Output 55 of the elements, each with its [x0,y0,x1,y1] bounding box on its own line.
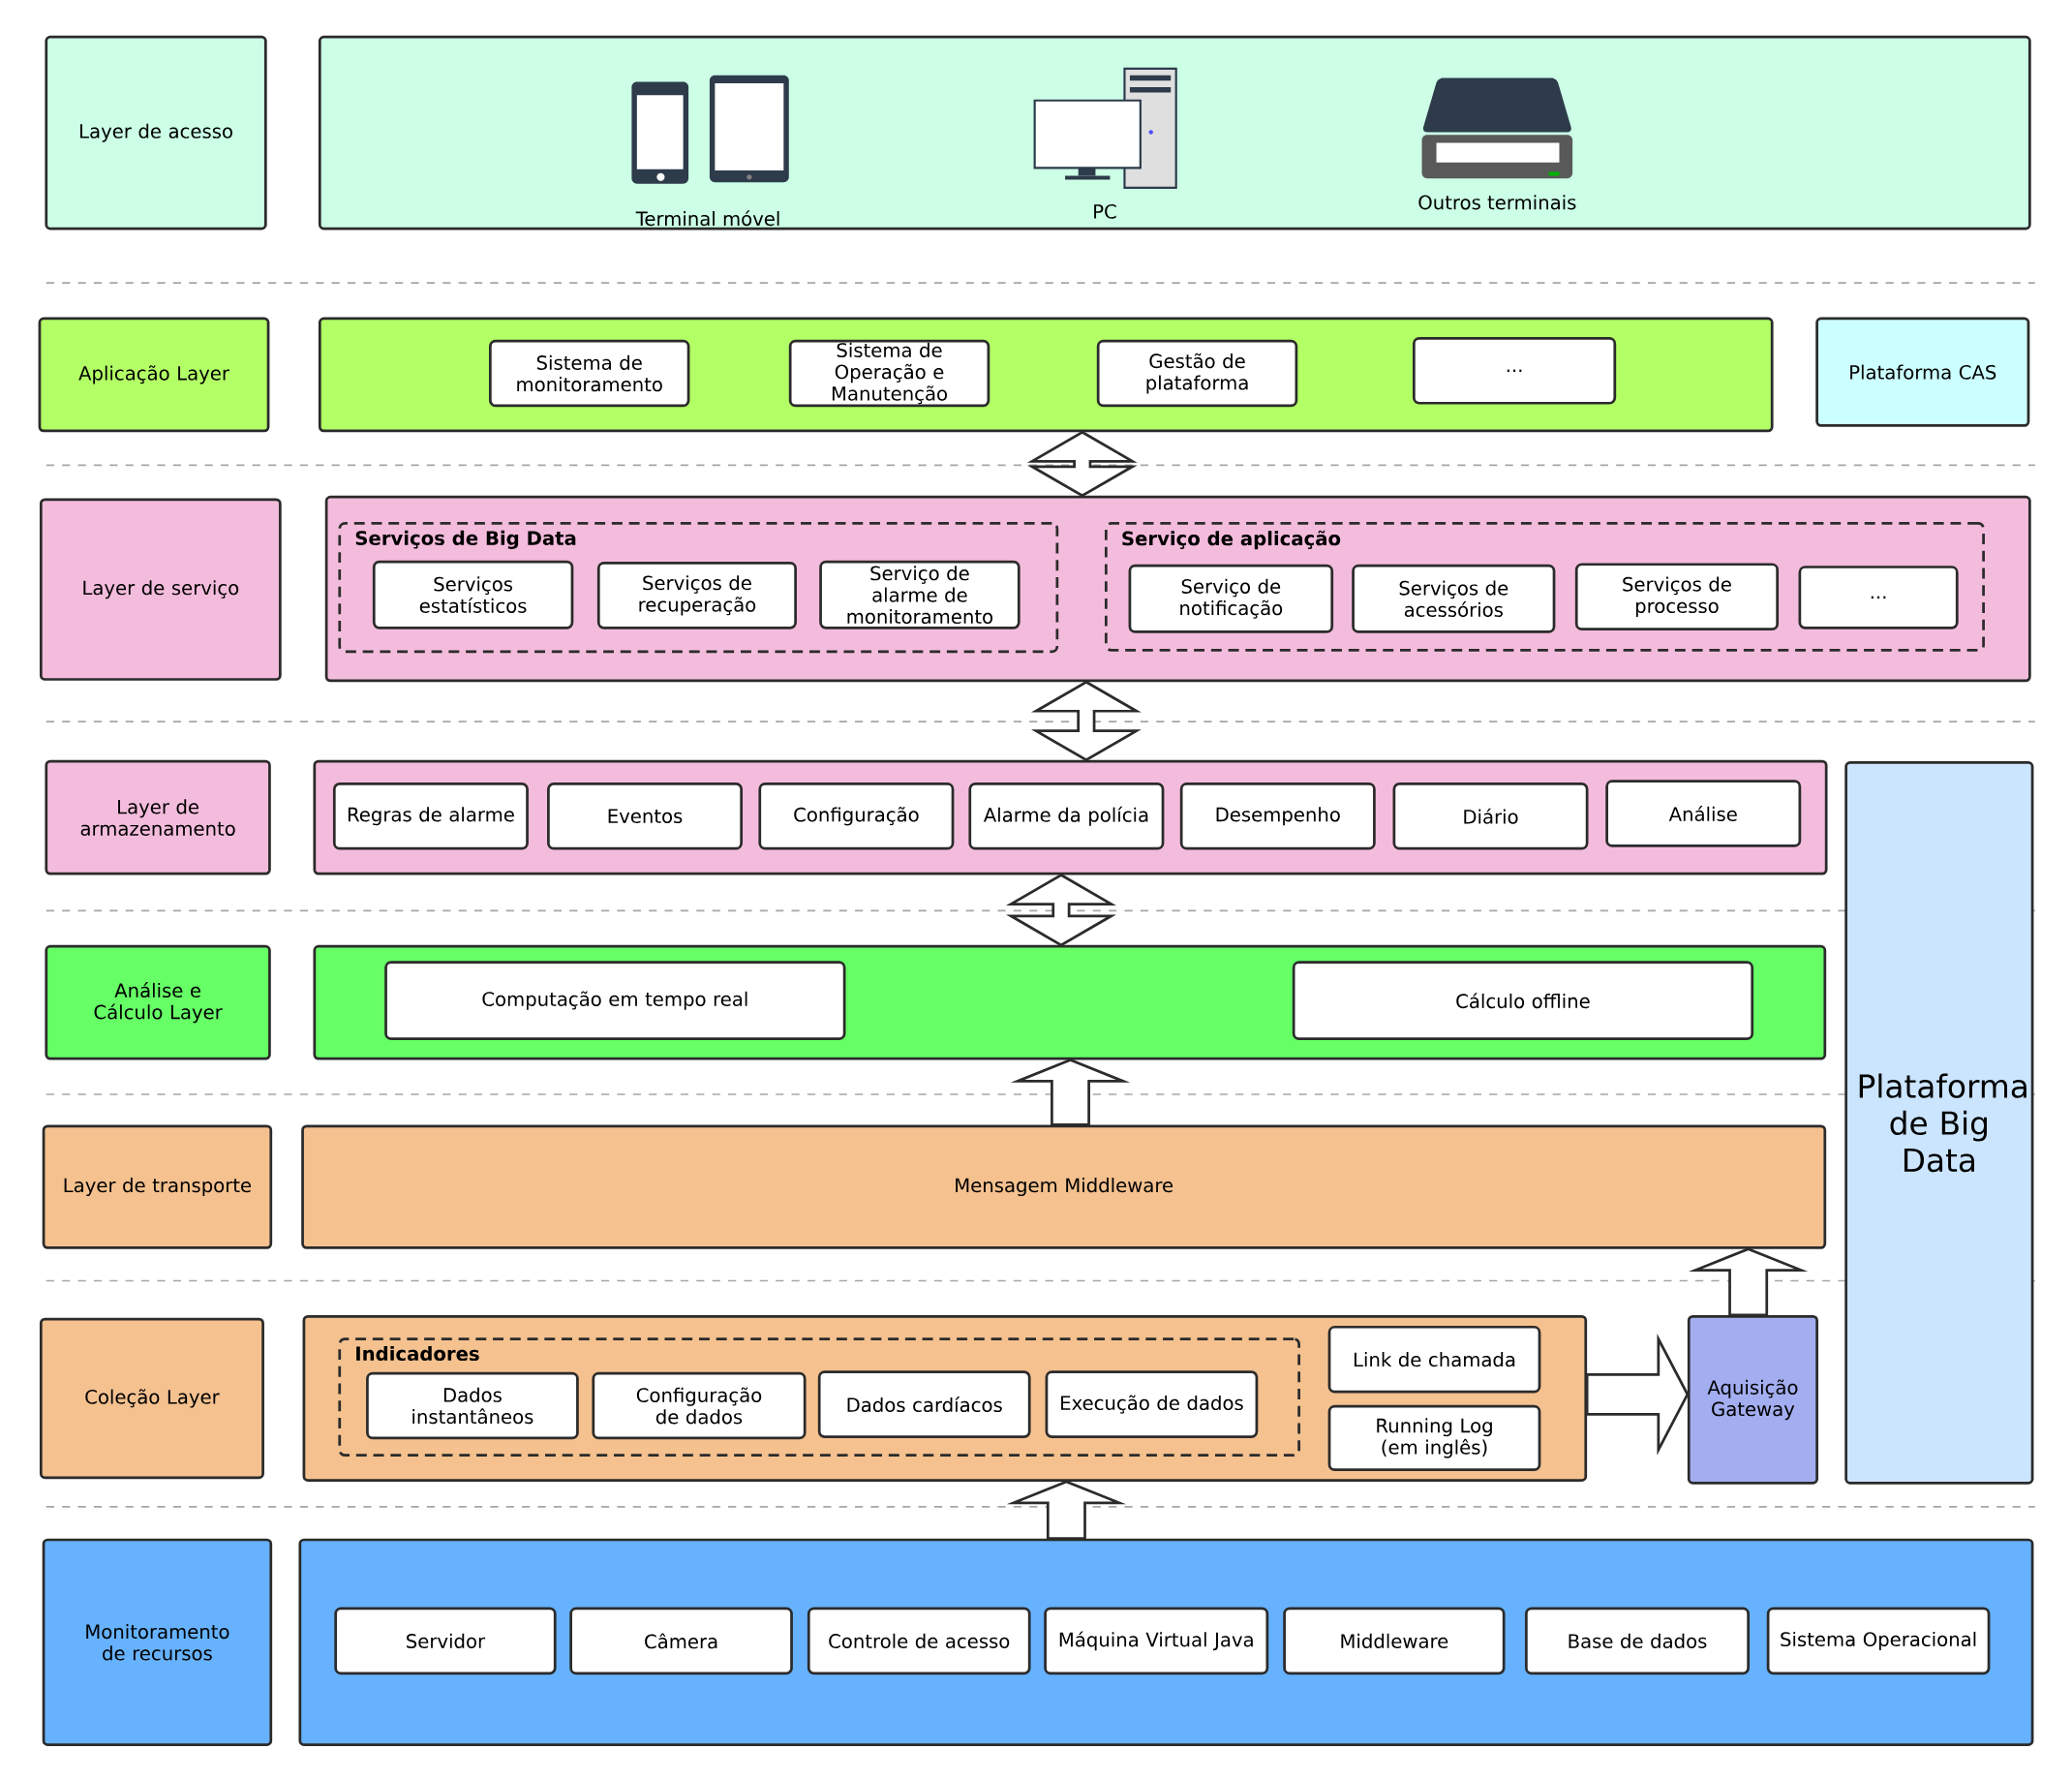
component-box: Middleware [1283,1607,1506,1675]
layer-label-box: Layer de transporte [42,1124,273,1249]
layer-label-box: Monitoramento de recursos [42,1538,273,1746]
component-box: Sistema de Operação e Manutenção [788,339,990,408]
component-box: Serviços estatísticos [372,560,574,629]
layer-label-box: Layer de serviço [39,498,282,681]
block-arrow [1688,1247,1809,1317]
component-box: Sistema Operacional [1766,1607,1991,1675]
component-box: Serviço de notificação [1128,564,1334,633]
block-arrow [1010,1058,1131,1126]
component-box: Controle de acesso [807,1607,1031,1675]
component-box: Sistema de monitoramento [489,339,690,408]
block-arrow [1006,1480,1127,1540]
platform-box: Aquisição Gateway [1687,1314,1818,1485]
component-box: Serviços de acessórios [1352,564,1556,633]
component-box: Diário [1392,782,1589,850]
component-box: Câmera [569,1607,793,1675]
block-arrow [1006,873,1116,947]
component-box: Gestão de plataforma [1096,339,1298,408]
component-box: Serviços de processo [1574,563,1780,630]
component-box: Computação em tempo real [384,961,846,1040]
component-box: Serviços de recuperação [596,561,797,629]
component-box: Máquina Virtual Java [1044,1607,1269,1675]
platform-box: Plataforma CAS [1815,317,2030,427]
component-box: Dados instantâneos [366,1371,579,1440]
component-box: ... [1413,336,1617,405]
component-box: Análise [1605,780,1802,847]
block-arrow [1585,1333,1690,1456]
component-box: Alarme da polícia [968,782,1165,850]
component-box: Base de dados [1525,1607,1750,1675]
component-box: Cálculo offline [1292,961,1754,1040]
layer-label-box: Coleção Layer [39,1317,264,1480]
component-box: Configuração de dados [592,1371,807,1440]
component-box: Running Log (em inglês) [1327,1404,1541,1471]
component-box: Regras de alarme [332,782,529,850]
component-box: Configuração [758,782,955,850]
layer-panel: Mensagem Middleware [301,1124,1827,1249]
platform-box: Plataforma de Big Data [1844,760,2034,1485]
block-arrow [1026,430,1138,498]
layer-label-box: Layer de armazenamento [45,759,271,875]
device-caption: Outros terminais [1418,195,1576,210]
component-box: ... [1798,565,1959,629]
layer-label-box: Aplicação Layer [38,317,270,433]
device-caption: PC [1094,203,1116,219]
component-box: Execução de dados [1045,1370,1259,1438]
block-arrow [1030,680,1142,762]
layer-label-box: Análise e Cálculo Layer [45,944,271,1060]
layer-label-box: Layer de acesso [45,35,267,230]
component-box: Link de chamada [1327,1325,1541,1394]
component-box: Dados cardíacos [817,1370,1031,1438]
device-caption: Terminal móvel [635,210,779,226]
component-box: Eventos [547,782,744,850]
component-box: Serviço de alarme de monitoramento [819,560,1021,629]
component-box: Servidor [334,1607,557,1675]
component-box: Desempenho [1179,782,1376,850]
